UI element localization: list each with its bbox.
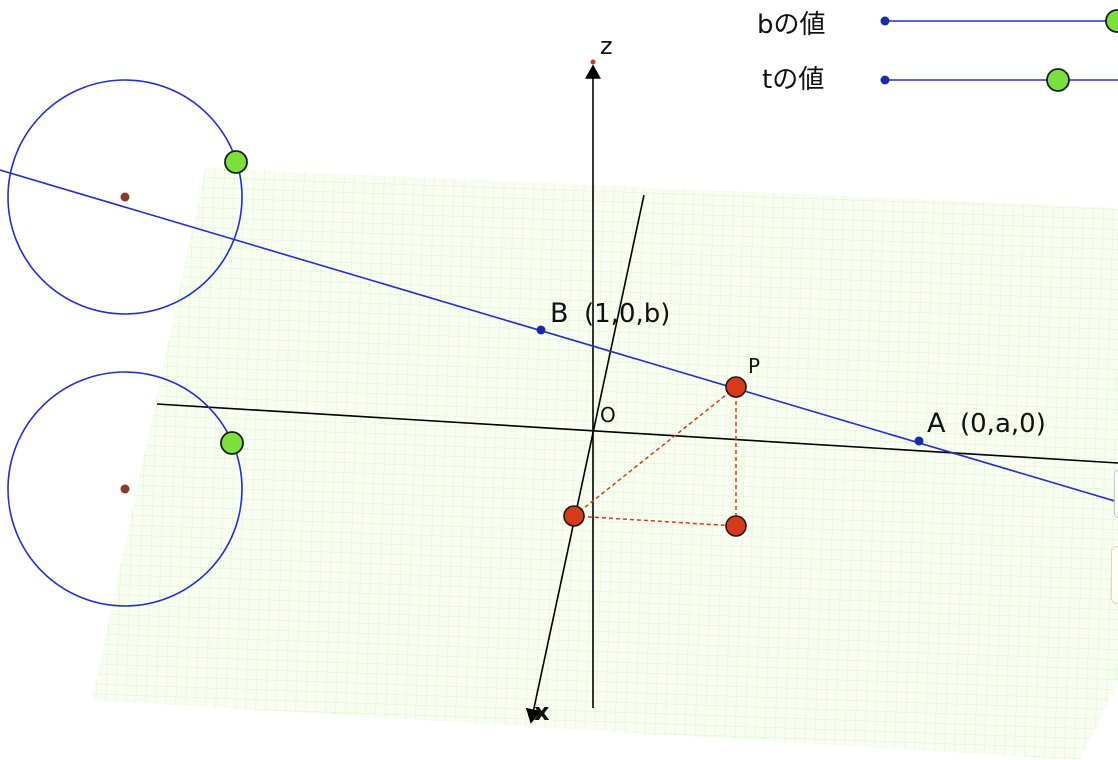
slider-b-label: bの値	[757, 10, 826, 40]
slider-t-label: tの値	[762, 65, 824, 95]
point-p[interactable]	[725, 376, 747, 398]
point-a-coords: (0,a,0)	[960, 409, 1046, 439]
z-axis-label: z	[600, 32, 613, 60]
point-b-coords: (1,0,b)	[584, 299, 670, 329]
circle-upper	[7, 79, 243, 315]
origin-label: O	[600, 403, 616, 427]
xy-plane-grid	[92, 168, 1118, 760]
circle-upper-center	[120, 192, 130, 202]
slider-b[interactable]: bの値	[757, 9, 1118, 40]
point-p-label: P	[748, 354, 760, 378]
point-a-name: A	[927, 408, 946, 439]
circle-lower-center	[120, 484, 130, 494]
slider-t-start	[880, 75, 890, 85]
point-b-name: B	[550, 298, 569, 329]
y-axis	[156, 403, 1118, 464]
circle-upper-handle[interactable]	[224, 150, 248, 174]
slider-b-handle[interactable]	[1105, 9, 1118, 33]
x-axis	[525, 194, 645, 724]
point-foot[interactable]	[725, 515, 747, 537]
circle-lower-handle[interactable]	[220, 431, 244, 455]
x-axis-label: x	[534, 698, 550, 726]
point-b[interactable]	[536, 325, 546, 335]
circle-lower	[7, 371, 243, 607]
slider-t-handle[interactable]	[1046, 68, 1070, 92]
slider-t[interactable]: tの値	[762, 65, 1118, 95]
side-panel-handle[interactable]	[1111, 546, 1118, 604]
point-x-projection[interactable]	[563, 505, 585, 527]
line-ab	[0, 169, 1118, 503]
z-axis-tip-dot	[590, 59, 596, 65]
side-panel-tab[interactable]	[1114, 470, 1118, 518]
dashed-xpoint-to-foot	[573, 515, 737, 527]
point-a[interactable]	[914, 436, 924, 446]
slider-b-start	[880, 16, 890, 26]
